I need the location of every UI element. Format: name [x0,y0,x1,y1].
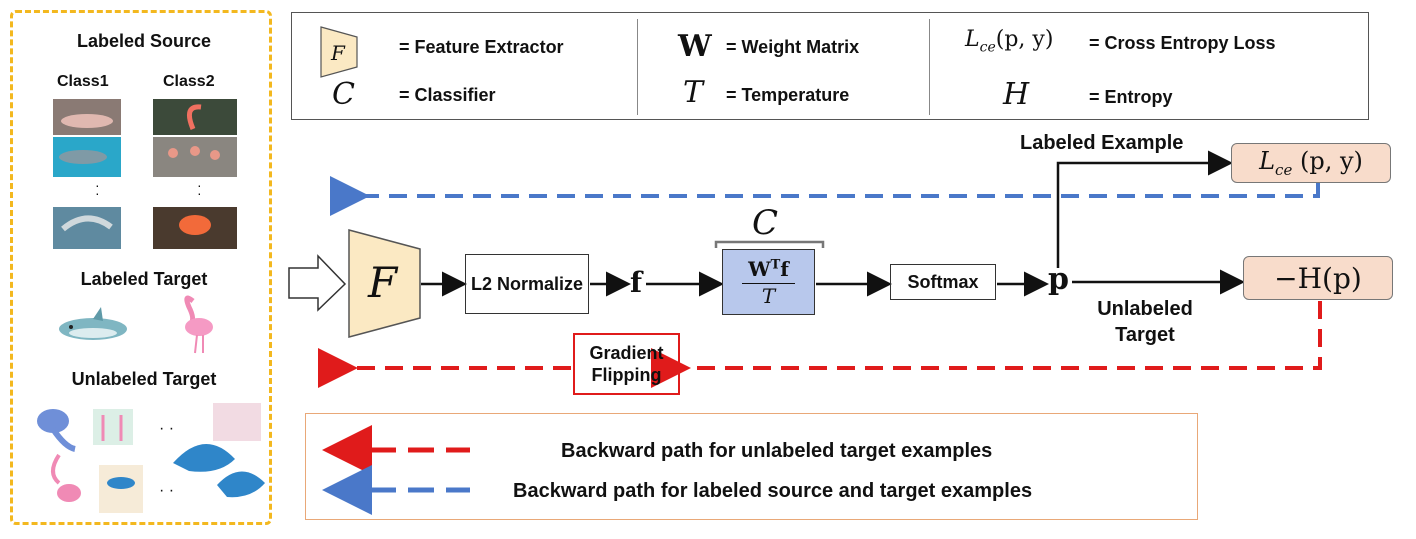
class1-dots: ·· [95,177,100,201]
unlabeled-target-label: Unlabeled Target [1097,298,1193,346]
symbol-legend: F = Feature Extractor C = Classifier W =… [291,12,1369,120]
entropy-loss-box: −H(p) [1243,256,1393,300]
classifier-legend-symbol: C [332,77,355,112]
class2-label: Class2 [163,73,215,90]
feature-extractor-legend-text: = Feature Extractor [399,37,564,57]
class1-label: Class1 [57,73,109,90]
cross-entropy-legend-symbol: Lce(p, y) [965,27,1054,56]
input-arrow [288,254,347,312]
labeled-target-title: Labeled Target [80,269,208,289]
dataset-panel: Labeled Source Class1 Class2 ·· ·· Label… [10,10,272,525]
svg-text:· ·: · · [159,482,174,499]
gradient-flipping-box: Gradient Flipping [573,333,680,395]
cross-entropy-legend-text: = Cross Entropy Loss [1089,33,1276,53]
classifier-label: C [752,203,779,243]
feature-extractor-label: F [368,258,398,307]
softmax-box: Softmax [890,264,996,300]
legend-divider-1 [637,19,638,115]
red-path-legend-text: Backward path for unlabeled target examp… [561,440,993,462]
svg-text:F: F [330,41,346,65]
feature-vector-label: f [630,266,643,299]
temperature-legend-symbol: T [683,75,704,110]
l2-normalize-box: L2 Normalize [465,254,589,314]
classifier-legend-text: = Classifier [399,85,496,105]
blue-path-legend-text: Backward path for labeled source and tar… [513,480,1033,502]
class2-dots: ·· [197,177,202,201]
class2-flamingo-images [153,99,237,249]
blue-backward-path [330,176,1320,216]
red-backward-path-right [651,301,1322,388]
feature-extractor-block [348,229,421,338]
weight-matrix-legend-text: = Weight Matrix [726,37,860,57]
classifier-box: WTf T [722,249,815,315]
feature-extractor-legend-icon: F [320,26,358,78]
labeled-target-dolphin-icon [59,307,127,340]
svg-text:· ·: · · [159,420,174,437]
classifier-bracket [714,240,825,248]
backward-path-legend: Backward path for unlabeled target examp… [305,413,1198,520]
unlabeled-target-images: · · · · [37,403,265,513]
temperature-legend-text: = Temperature [726,85,850,105]
cross-entropy-loss-box: Lce (p, y) [1231,143,1391,183]
entropy-legend-text: = Entropy [1089,87,1173,107]
probability-label: p [1048,262,1069,297]
unlabeled-target-title: Unlabeled Target [71,369,217,389]
labeled-example-label: Labeled Example [1020,132,1184,154]
entropy-legend-symbol: H [1003,77,1030,112]
legend-divider-2 [929,19,930,115]
labeled-source-title: Labeled Source [76,31,212,51]
class1-dolphin-images [53,99,121,249]
labeled-target-flamingo-icon [184,295,213,354]
weight-matrix-legend-symbol: W [678,29,712,64]
